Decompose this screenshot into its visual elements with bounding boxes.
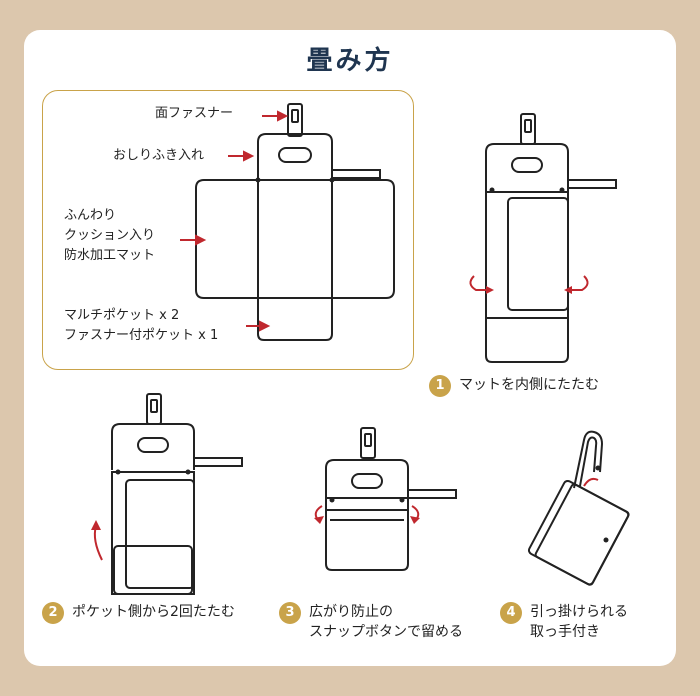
step-3-text-line2: スナップボタンで留める: [309, 624, 463, 640]
step-number-badge: 3: [279, 602, 301, 624]
step-4-text-line1: 引っ掛けられる: [530, 604, 628, 620]
step-1-caption: 1 マットを内側にたたむ: [429, 375, 599, 397]
step-4-caption: 4 引っ掛けられる 取っ手付き: [500, 602, 628, 642]
step-1-text: マットを内側にたたむ: [459, 377, 599, 393]
step-number-badge: 2: [42, 602, 64, 624]
legend-label-mat: ふんわり クッション入り 防水加工マット: [64, 208, 156, 263]
page-title: 畳み方: [306, 46, 394, 76]
legend-label-pockets: マルチポケット x 2 ファスナー付ポケット x 1: [64, 308, 219, 343]
legend-label-velcro: 面ファスナー: [155, 106, 234, 121]
step-4-text-line2: 取っ手付き: [530, 624, 600, 640]
step-2-caption: 2 ポケット側から2回たたむ: [42, 602, 235, 624]
step-number-badge: 1: [429, 375, 451, 397]
legend-label-wipes-pocket: おしりふき入れ: [113, 148, 205, 163]
step-3-caption: 3 広がり防止の スナップボタンで留める: [279, 602, 463, 642]
step-number-badge: 4: [500, 602, 522, 624]
step-3-text-line1: 広がり防止の: [309, 604, 393, 620]
step-2-text: ポケット側から2回たたむ: [72, 604, 235, 620]
